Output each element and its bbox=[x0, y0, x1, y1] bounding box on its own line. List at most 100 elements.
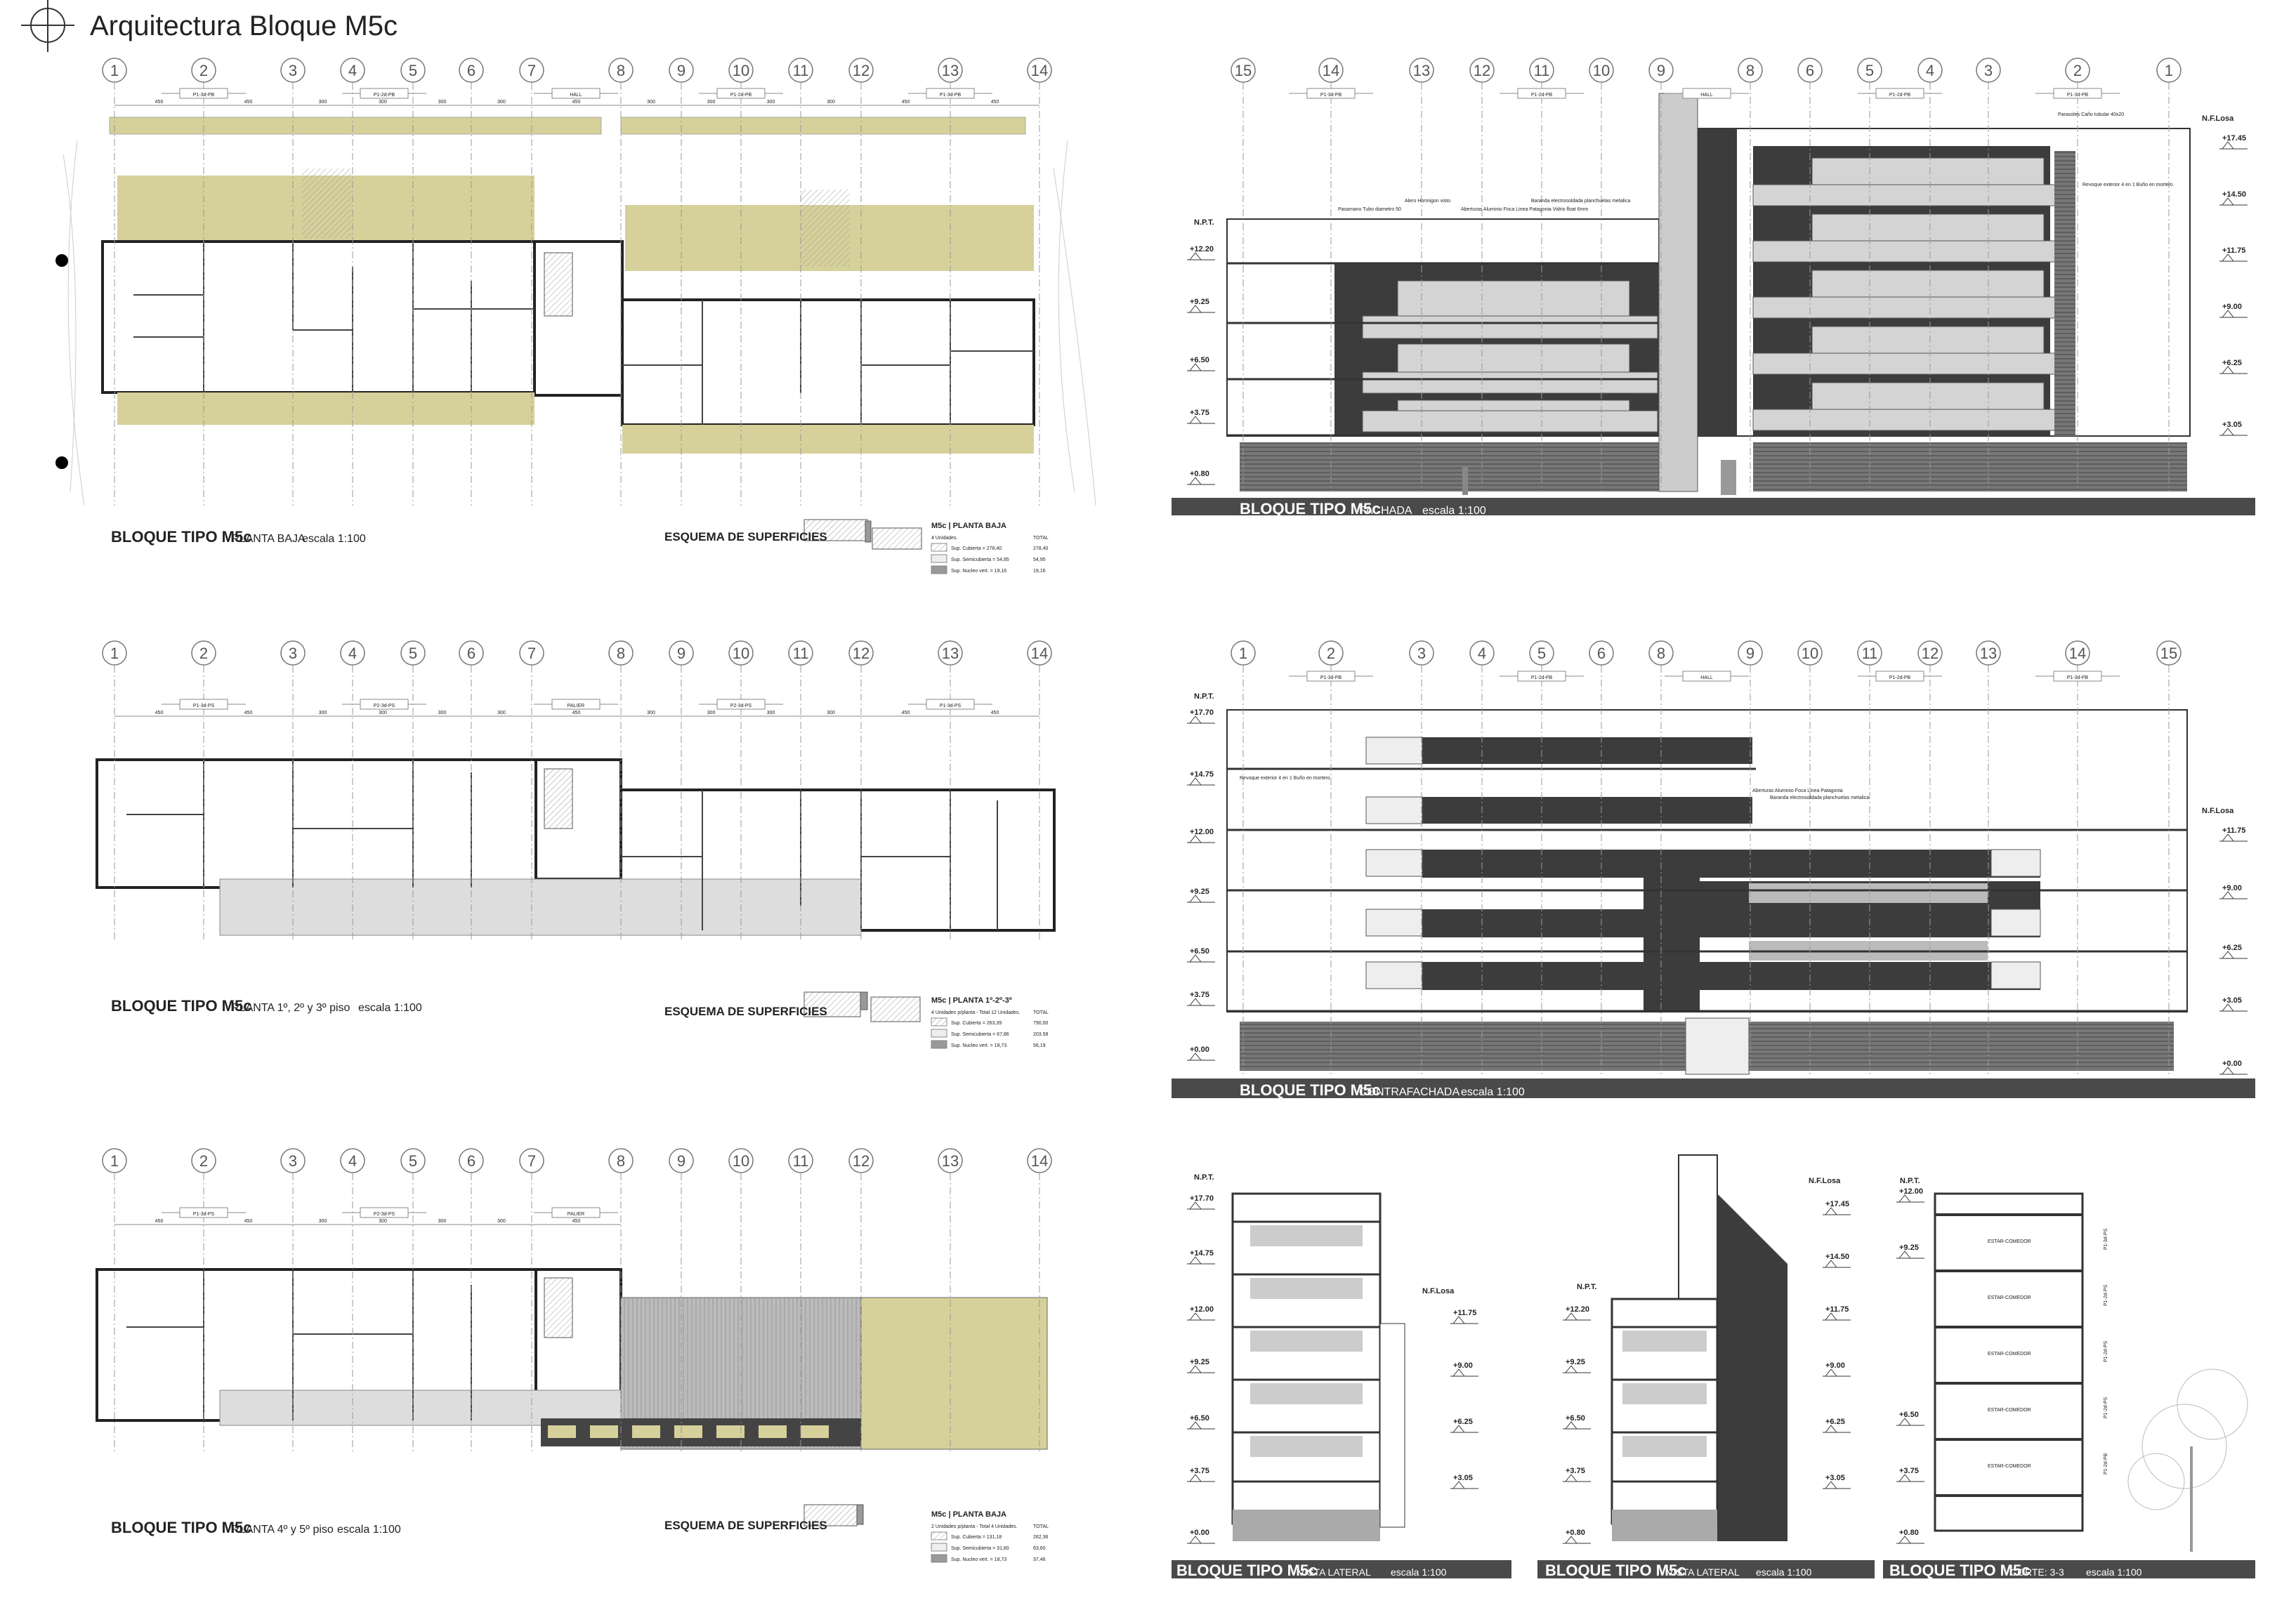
caption-corte: BLOQUE TIPO M5c CORTE: 3-3 escala 1:100 bbox=[1889, 1562, 2142, 1579]
caption-sub: CONTRAFACHADA bbox=[1359, 1086, 1459, 1098]
dimension-label: 300 bbox=[647, 711, 655, 715]
level-marker: +12.20 bbox=[1187, 245, 1215, 260]
grid-axis-label: 9 bbox=[677, 645, 685, 662]
caption-sub: VISTA LATERAL bbox=[1298, 1566, 1371, 1578]
level-label: +9.00 bbox=[2222, 303, 2242, 311]
zone-tag-label: P1-2d-PB bbox=[1889, 93, 1911, 98]
level-marker: +3.05 bbox=[1450, 1474, 1478, 1489]
level-label: +9.25 bbox=[1190, 298, 1209, 306]
grid-axis-marker: 8 bbox=[608, 1148, 634, 1453]
level-label: +3.05 bbox=[2222, 996, 2242, 1005]
grid-axis-label: 6 bbox=[467, 645, 475, 662]
dimension-label: 300 bbox=[379, 1219, 387, 1224]
caption-lateral-2: BLOQUE TIPO M5c VISTA LATERAL escala 1:1… bbox=[1545, 1562, 1812, 1579]
level-marker: +14.50 bbox=[2219, 190, 2248, 206]
grid-axis-marker: 7 bbox=[519, 58, 544, 506]
level-label: +17.45 bbox=[1825, 1200, 1849, 1208]
level-label: +3.05 bbox=[1453, 1474, 1473, 1482]
grid-axis-label: 5 bbox=[1865, 62, 1874, 79]
grid-axis-marker: 1 bbox=[102, 58, 127, 506]
grid-axis-marker: 3 bbox=[280, 640, 306, 941]
caption-sub: CORTE: 3-3 bbox=[2010, 1566, 2064, 1578]
surface-row-label: Sup. Semicubierta = 31,80 bbox=[951, 1546, 1009, 1551]
grid-axis-marker: 6 bbox=[459, 640, 484, 941]
zone-tag-label: P1-3d-PB bbox=[2067, 675, 2089, 680]
grid-axis-label: 10 bbox=[733, 645, 749, 662]
grid-axis-label: 7 bbox=[527, 645, 536, 662]
grid-axis-label: 1 bbox=[1239, 645, 1247, 662]
level-marker: +6.50 bbox=[1187, 947, 1215, 963]
note: Revoque exterior 4 en 1 Buño en mortero bbox=[1240, 776, 1330, 781]
npt-label: N.P.T. bbox=[1577, 1283, 1597, 1291]
level-marker: +9.25 bbox=[1563, 1358, 1591, 1373]
level-marker: +0.80 bbox=[1563, 1529, 1591, 1544]
zone-tag: P1-3d-PS bbox=[162, 699, 246, 710]
nflosa-label: N.F.Losa bbox=[1809, 1177, 1841, 1185]
level-marker: +0.00 bbox=[2219, 1060, 2248, 1075]
grid-axis-marker: 15 bbox=[2156, 640, 2182, 1074]
grid-axis-marker: 1 bbox=[102, 1148, 127, 1453]
grid-axis-marker: 3 bbox=[280, 58, 306, 506]
level-marker: +12.00 bbox=[1187, 1305, 1215, 1321]
grid-axis-marker: 4 bbox=[1469, 640, 1495, 1074]
level-marker: +6.50 bbox=[1187, 356, 1215, 371]
level-marker: +0.80 bbox=[1896, 1529, 1924, 1544]
grid-axis-marker: 5 bbox=[1529, 640, 1554, 1074]
grid-axis-label: 6 bbox=[467, 62, 475, 79]
caption-planta-baja: BLOQUE TIPO M5c PLANTA BAJA escala 1:100 bbox=[111, 528, 366, 546]
grid-axis-label: 11 bbox=[793, 645, 809, 662]
grid-axis-label: 8 bbox=[1657, 645, 1665, 662]
nflosa-label: N.F.Losa bbox=[2202, 114, 2234, 123]
surface-total-header: TOTAL bbox=[1033, 1524, 1049, 1529]
zone-tag-label: P1-3d-PB bbox=[1320, 93, 1342, 98]
zone-tag: P1-3d-PB bbox=[1289, 671, 1373, 682]
level-label: +3.05 bbox=[1825, 1474, 1845, 1482]
grid-axis-marker: 13 bbox=[1976, 640, 2001, 1074]
npt-label: N.P.T. bbox=[1900, 1177, 1920, 1185]
plan-planta-baja bbox=[55, 117, 1096, 506]
surface-row-total: 56,19 bbox=[1033, 1043, 1046, 1048]
zone-tag-label: P1-2d-PB bbox=[1531, 93, 1553, 98]
grid-axis-label: 11 bbox=[793, 1152, 809, 1170]
level-label: +3.75 bbox=[1899, 1467, 1919, 1475]
level-label: +11.75 bbox=[1453, 1309, 1476, 1317]
grid-axis-marker: 14 bbox=[1027, 1148, 1052, 1453]
zone-tag: P2-3d-PS bbox=[342, 699, 426, 710]
room-label: ESTAR-COMEDOR bbox=[1988, 1408, 2031, 1413]
surface-row-label: Sup. Nucleo vert. = 18,73 bbox=[951, 1043, 1006, 1048]
grid-axis-marker: 4 bbox=[340, 640, 365, 941]
level-marker: +0.00 bbox=[1187, 1529, 1215, 1544]
zone-tag-label: P1-2d-PS bbox=[2104, 1284, 2108, 1306]
grid-axis-marker: 10 bbox=[728, 640, 754, 941]
zone-tag-label: P1-3d-PB bbox=[1320, 675, 1342, 680]
dimension-label: 300 bbox=[379, 100, 387, 105]
ground-bar bbox=[1172, 1560, 1511, 1578]
room-label: ESTAR-COMEDOR bbox=[1988, 1239, 2031, 1244]
level-label: +12.00 bbox=[1190, 1305, 1214, 1314]
grid-axis-marker: 4 bbox=[340, 1148, 365, 1453]
grid-axis-marker: 12 bbox=[1469, 58, 1495, 492]
grid-axis-label: 3 bbox=[1417, 645, 1426, 662]
caption-scale: escala 1:100 bbox=[358, 1002, 422, 1014]
level-marker: +3.05 bbox=[2219, 421, 2248, 436]
dimension-label: 300 bbox=[438, 100, 447, 105]
grid-axis-label: 5 bbox=[1537, 645, 1546, 662]
zone-tag: P1-3d-PB bbox=[2035, 671, 2120, 682]
note: Aberturas Aluminio Foca Linea Patagonia … bbox=[1461, 207, 1588, 212]
surface-total-header: TOTAL bbox=[1033, 536, 1049, 541]
level-marker: +14.75 bbox=[1187, 770, 1215, 786]
dimension-label: 300 bbox=[647, 100, 655, 105]
level-label: +14.75 bbox=[1190, 1249, 1214, 1258]
zone-tag-label: P1-3d-PB bbox=[2067, 93, 2089, 98]
zone-tag: P1-2d-PB bbox=[342, 88, 426, 99]
zone-tag-label: P2-3d-PS bbox=[730, 704, 752, 708]
level-label: +11.75 bbox=[2222, 826, 2245, 835]
caption-scale: escala 1:100 bbox=[302, 533, 366, 545]
level-label: +17.70 bbox=[1190, 708, 1214, 717]
level-marker: +12.20 bbox=[1563, 1305, 1591, 1321]
terrace-garden bbox=[860, 1297, 1048, 1450]
level-marker: +14.50 bbox=[1823, 1253, 1851, 1268]
grid-axis-marker: 13 bbox=[938, 58, 963, 506]
